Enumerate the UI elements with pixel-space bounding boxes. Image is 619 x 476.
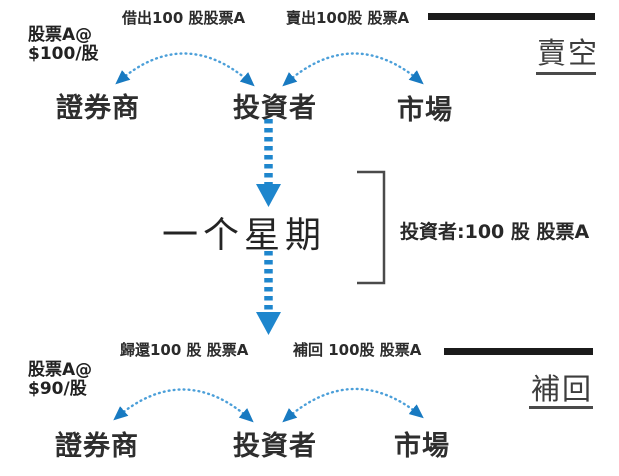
arrow-return-investor-broker-bottom <box>113 388 254 423</box>
node-investor-bottom: 投資者 <box>233 431 317 462</box>
section-label-cover: 補回 <box>531 372 594 406</box>
section-underline-top <box>536 72 596 75</box>
timeline-arrowhead-lower <box>256 312 281 335</box>
stock-price-top-line2: $100/股 <box>28 44 99 64</box>
holding-label: 投資者:100 股 股票A <box>400 221 590 243</box>
top-divider-bar <box>428 13 595 20</box>
stock-price-top-line1: 股票A@ <box>28 25 93 45</box>
holding-bracket <box>357 170 386 285</box>
node-investor-top: 投資者 <box>233 93 317 124</box>
stock-price-bottom-line2: $90/股 <box>28 379 87 399</box>
section-label-short-sell: 賣空 <box>537 36 600 70</box>
duration-label: 一个星期 <box>162 215 327 256</box>
timeline-arrowhead-upper <box>256 184 281 207</box>
return-flow-label: 歸還100 股 股票A <box>120 341 249 359</box>
lend-flow-label: 借出100 股股票A <box>122 9 246 27</box>
stock-price-bottom: 股票A@ $90/股 <box>28 361 92 399</box>
stock-price-top: 股票A@ $100/股 <box>28 26 99 64</box>
arrow-buyback-market-investor-bottom <box>282 387 424 423</box>
stock-price-bottom-line1: 股票A@ <box>28 360 93 380</box>
bottom-divider-bar <box>444 348 593 355</box>
section-underline-bottom <box>529 406 593 409</box>
node-broker-top: 證券商 <box>56 93 140 124</box>
arrow-lend-broker-investor-top <box>115 52 255 87</box>
node-market-top: 市場 <box>397 95 453 126</box>
node-market-bottom: 市場 <box>394 431 450 462</box>
arrow-sell-investor-market-top <box>282 52 424 87</box>
node-broker-bottom: 證券商 <box>55 431 139 462</box>
buyback-flow-label: 補回 100股 股票A <box>293 341 422 359</box>
sell-flow-label: 賣出100股 股票A <box>286 9 410 27</box>
